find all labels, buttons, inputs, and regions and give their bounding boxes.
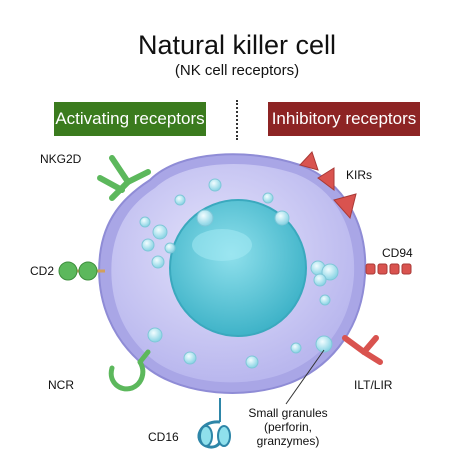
label-cd94: CD94	[382, 246, 413, 260]
activating-receptors-banner: Activating receptors	[54, 102, 206, 136]
page-subtitle: (NK cell receptors)	[174, 62, 300, 79]
label-ncr: NCR	[48, 378, 74, 392]
ilt-lir-receptor	[342, 335, 383, 365]
ncr-receptor	[108, 349, 151, 392]
granules-line3: granzymes)	[256, 434, 320, 448]
banner-divider	[236, 100, 238, 140]
small-granules	[139, 178, 339, 369]
cd16-receptor	[197, 398, 231, 449]
cd2-receptor	[58, 261, 105, 281]
cd94-receptor	[365, 263, 412, 275]
page-title: Natural killer cell	[137, 30, 337, 60]
granules-line2: (perforin,	[263, 420, 313, 434]
label-kirs: KIRs	[346, 168, 373, 182]
inhibitory-receptors-banner: Inhibitory receptors	[268, 102, 420, 136]
kirs-receptors	[299, 151, 357, 220]
label-ilt-lir: ILT/LIR	[354, 378, 393, 392]
label-small-granules: Small granules (perforin, granzymes)	[236, 406, 340, 448]
label-nkg2d: NKG2D	[40, 152, 82, 166]
granules-leader-line	[285, 349, 325, 405]
label-cd2: CD2	[30, 264, 55, 278]
nkg2d-receptor	[97, 155, 151, 201]
granules-line1: Small granules	[248, 406, 328, 420]
label-cd16: CD16	[148, 430, 179, 444]
